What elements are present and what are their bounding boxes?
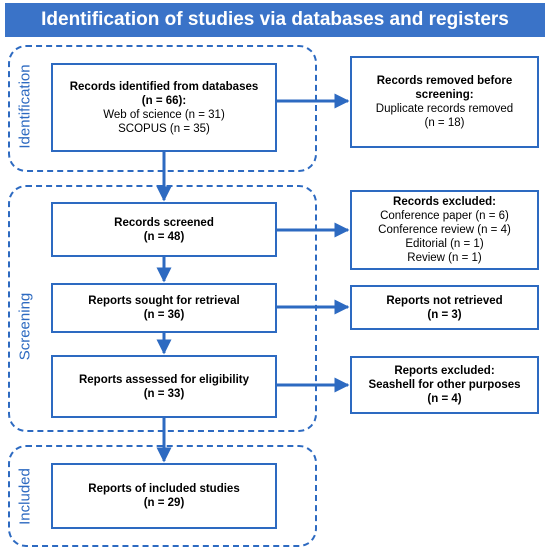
- reports-included-box: Reports of included studies (n = 29): [51, 463, 277, 529]
- reports-included-title: Reports of included studies: [88, 483, 240, 495]
- records-screened-count: (n = 48): [143, 230, 185, 243]
- reports-assessed-box: Reports assessed for eligibility (n = 33…: [51, 355, 277, 418]
- reports-excluded-title: Reports excluded:: [394, 365, 495, 377]
- reports-not-retrieved-title: Reports not retrieved: [386, 294, 503, 307]
- records-screened-title: Records screened: [114, 216, 214, 229]
- web-of-science-count: Web of science (n = 31): [103, 108, 225, 121]
- reports-not-retrieved-box: Reports not retrieved (n = 3): [350, 285, 539, 330]
- duplicate-records-label: Duplicate records removed: [375, 103, 514, 115]
- reports-sought-count: (n = 36): [143, 309, 185, 321]
- conference-review-count: Conference review (n = 4): [378, 224, 511, 236]
- editorial-count: Editorial (n = 1): [405, 238, 484, 250]
- reports-excluded-count: (n = 4): [427, 393, 462, 405]
- records-screened-box: Records screened (n = 48): [51, 202, 277, 257]
- records-excluded-title: Records excluded:: [393, 196, 496, 208]
- reports-excluded-box: Reports excluded: Seashell for other pur…: [350, 356, 539, 414]
- records-identified-title: Records identified from databases: [69, 80, 259, 93]
- records-identified-count: (n = 66):: [141, 94, 187, 107]
- records-identified-box: Records identified from databases (n = 6…: [51, 63, 277, 152]
- records-removed-box: Records removed before screening: Duplic…: [350, 56, 539, 148]
- reports-not-retrieved-count: (n = 3): [427, 308, 462, 321]
- reports-included-count: (n = 29): [143, 497, 185, 509]
- seashell-purposes-label: Seashell for other purposes: [368, 379, 521, 391]
- records-excluded-box: Records excluded: Conference paper (n = …: [350, 190, 539, 270]
- diagram-title: Identification of studies via databases …: [5, 3, 545, 37]
- review-count: Review (n = 1): [407, 252, 482, 264]
- reports-assessed-count: (n = 33): [143, 387, 185, 400]
- conference-paper-count: Conference paper (n = 6): [380, 210, 509, 222]
- duplicate-records-count: (n = 18): [424, 117, 465, 129]
- records-removed-title-1: Records removed before: [376, 75, 513, 87]
- reports-sought-title: Reports sought for retrieval: [88, 295, 240, 307]
- reports-sought-box: Reports sought for retrieval (n = 36): [51, 283, 277, 333]
- scopus-count: SCOPUS (n = 35): [118, 122, 210, 135]
- records-removed-title-2: screening:: [415, 89, 474, 101]
- reports-assessed-title: Reports assessed for eligibility: [78, 373, 249, 386]
